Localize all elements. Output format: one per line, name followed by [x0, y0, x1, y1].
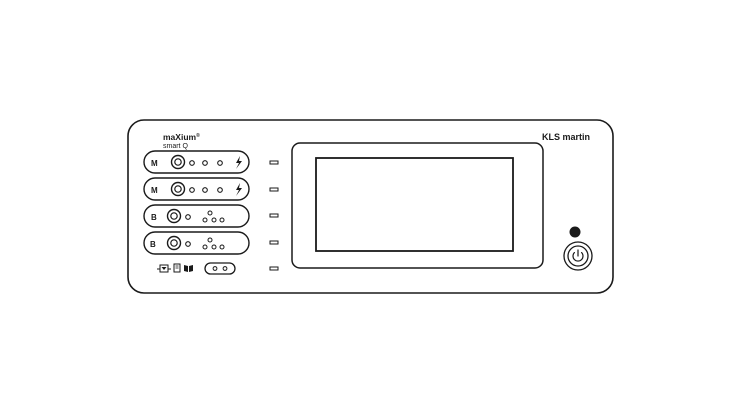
indicator-led — [269, 240, 279, 245]
socket-label-1: M — [151, 159, 158, 168]
socket-panel-3[interactable] — [143, 204, 250, 228]
power-button[interactable] — [563, 241, 593, 271]
socket-pin — [185, 241, 191, 247]
footswitch-icon — [173, 263, 181, 273]
socket-pin — [202, 160, 208, 166]
product-subtitle: smart Q — [163, 143, 188, 150]
socket-pin — [189, 160, 195, 166]
socket-pin — [211, 217, 217, 223]
socket-label-2: M — [151, 186, 158, 195]
neutral-electrode-socket[interactable] — [204, 262, 236, 275]
neutral-electrode-icon — [157, 264, 171, 273]
socket-main-jack-inner — [174, 185, 182, 193]
status-indicator — [569, 226, 581, 238]
socket-row-3[interactable]: B — [143, 204, 250, 228]
socket-pin — [217, 160, 223, 166]
indicator-led — [269, 266, 279, 271]
socket-pin — [217, 187, 223, 193]
socket-pin — [185, 214, 191, 220]
product-name: maXium® — [163, 132, 200, 142]
lightning-bolt-icon — [236, 156, 242, 169]
socket-main-jack-inner — [170, 239, 178, 247]
lightning-bolt-icon — [236, 183, 242, 196]
socket-pin — [219, 217, 225, 223]
socket-pin — [207, 210, 213, 216]
socket-panel-2[interactable] — [143, 177, 250, 201]
socket-pin — [219, 244, 225, 250]
socket-label-3: B — [151, 213, 157, 222]
socket-row-1[interactable]: M — [143, 150, 250, 174]
socket-row-4[interactable]: B — [143, 231, 250, 255]
socket-label-4: B — [150, 240, 156, 249]
socket-main-jack-inner — [170, 212, 178, 220]
indicator-led — [269, 213, 279, 218]
manual-book-icon — [184, 265, 193, 272]
touch-display[interactable] — [315, 157, 514, 252]
socket-panel-1[interactable] — [143, 150, 250, 174]
socket-pin — [202, 244, 208, 250]
socket-row-2[interactable]: M — [143, 177, 250, 201]
socket-pin — [207, 237, 213, 243]
socket-main-jack-inner — [174, 158, 182, 166]
indicator-led — [269, 160, 279, 165]
socket-pin — [189, 187, 195, 193]
indicator-led — [269, 187, 279, 192]
power-icon — [572, 252, 584, 262]
socket-pin — [202, 217, 208, 223]
socket-panel-4[interactable] — [143, 231, 250, 255]
socket-pin — [202, 187, 208, 193]
manufacturer-logo: KLS martin — [542, 132, 590, 142]
socket-pin — [211, 244, 217, 250]
